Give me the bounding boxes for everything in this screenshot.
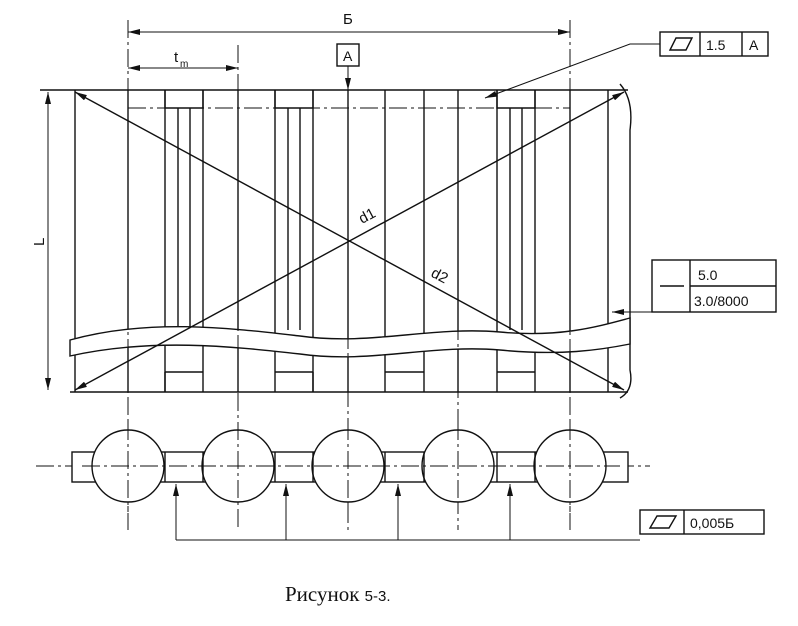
straightness-value-top: 5.0 bbox=[698, 267, 718, 283]
straightness-frame: 5.0 3.0/8000 bbox=[612, 259, 777, 315]
flatness-bottom-value: 0,005Б bbox=[690, 515, 734, 531]
flatness-frame-bottom: 0,005Б bbox=[173, 484, 765, 541]
dimension-tm: t m bbox=[128, 49, 238, 71]
diagonals bbox=[74, 91, 625, 391]
figure-caption: Рисунок 5-3. bbox=[285, 582, 391, 607]
dim-l-label: L bbox=[31, 238, 48, 246]
parallelogram-icon bbox=[648, 515, 678, 529]
diagonal-d2-label: d2 bbox=[428, 265, 451, 288]
caption-number: 5-3. bbox=[364, 588, 391, 605]
datum-a-label: A bbox=[343, 48, 353, 64]
flatness-frame-top: 1.5 A bbox=[484, 31, 769, 99]
dim-tm-label: t bbox=[174, 49, 179, 66]
dim-b-label: Б bbox=[343, 11, 353, 28]
shaft-side-view bbox=[36, 422, 650, 512]
flatness-top-datum: A bbox=[749, 37, 759, 53]
dim-tm-subscript: m bbox=[180, 59, 188, 70]
dimension-l: L bbox=[31, 92, 51, 390]
datum-a: A bbox=[336, 43, 360, 90]
straightness-value-bottom: 3.0/8000 bbox=[694, 293, 749, 309]
diagonal-d1-label: d1 bbox=[356, 205, 379, 228]
dimension-b: Б bbox=[128, 11, 570, 35]
parallelogram-icon bbox=[668, 37, 694, 51]
flatness-top-value: 1.5 bbox=[706, 37, 726, 53]
caption-word: Рисунок bbox=[285, 582, 360, 606]
